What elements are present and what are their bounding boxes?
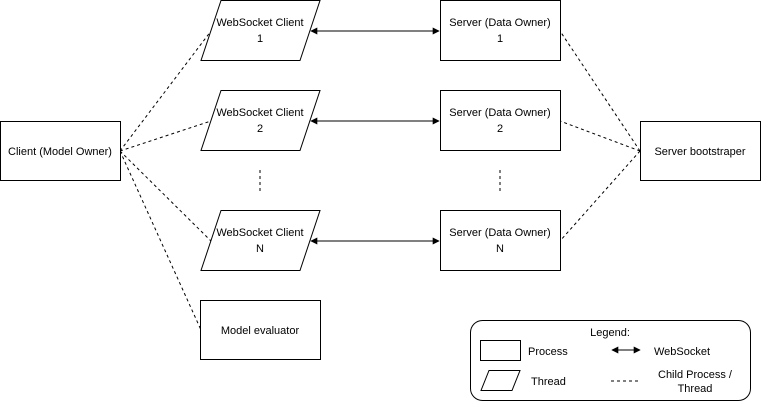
- srv1-label-line1: Server (Data Owner): [449, 17, 550, 29]
- server-bootstrapper-node: Server bootstraper: [640, 121, 761, 181]
- link-client-evaluator: [119, 150, 202, 331]
- legend-title: Legend:: [590, 327, 630, 339]
- ws1-label-line2: 1: [257, 33, 263, 45]
- client-model-owner-node: Client (Model Owner): [0, 121, 121, 181]
- wsN-label-line2: N: [256, 243, 264, 255]
- server-n-node: Server (Data Owner) N: [440, 210, 561, 271]
- bootstrapper-child-links: [559, 30, 641, 242]
- evaluator-label: Model evaluator: [221, 325, 300, 337]
- srvN-label-line1: Server (Data Owner): [449, 227, 550, 239]
- websocket-client-2-node: WebSocket Client 2: [200, 90, 321, 151]
- ws2-label-line2: 2: [257, 123, 263, 135]
- client-label: Client (Model Owner): [8, 146, 112, 158]
- legend-process-swatch: [480, 340, 521, 361]
- link-client-ws2: [119, 120, 212, 152]
- srv2-label-line2: 2: [497, 123, 503, 135]
- link-client-wsN: [119, 150, 212, 242]
- ws1-label-line1: WebSocket Client: [216, 17, 303, 29]
- legend-child-label-line2: Thread: [678, 383, 713, 395]
- link-boot-srvN: [559, 150, 641, 242]
- legend-child-label-line1: Child Process /: [658, 369, 733, 381]
- legend-websocket-label: WebSocket: [654, 346, 710, 358]
- legend: Legend: Process Thread WebSocket Child P…: [470, 320, 751, 401]
- wsN-label-line1: WebSocket Client: [216, 227, 303, 239]
- websocket-client-1-node: WebSocket Client 1: [200, 0, 321, 61]
- client-child-links: [119, 30, 212, 331]
- srvN-label-line2: N: [496, 243, 504, 255]
- websocket-client-n-node: WebSocket Client N: [200, 210, 321, 271]
- server-1-node: Server (Data Owner) 1: [440, 0, 561, 61]
- srv2-label-line1: Server (Data Owner): [449, 107, 550, 119]
- link-client-ws1: [119, 30, 212, 152]
- bootstrapper-label: Server bootstraper: [654, 146, 745, 158]
- model-evaluator-node: Model evaluator: [200, 300, 321, 360]
- ws2-label-line1: WebSocket Client: [216, 107, 303, 119]
- legend-thread-swatch: [480, 370, 521, 391]
- server-2-node: Server (Data Owner) 2: [440, 90, 561, 151]
- legend-process-label: Process: [528, 346, 568, 358]
- srv1-label-line2: 1: [497, 33, 503, 45]
- legend-thread-label: Thread: [531, 376, 566, 388]
- link-boot-srv2: [559, 120, 641, 152]
- link-boot-srv1: [559, 30, 641, 152]
